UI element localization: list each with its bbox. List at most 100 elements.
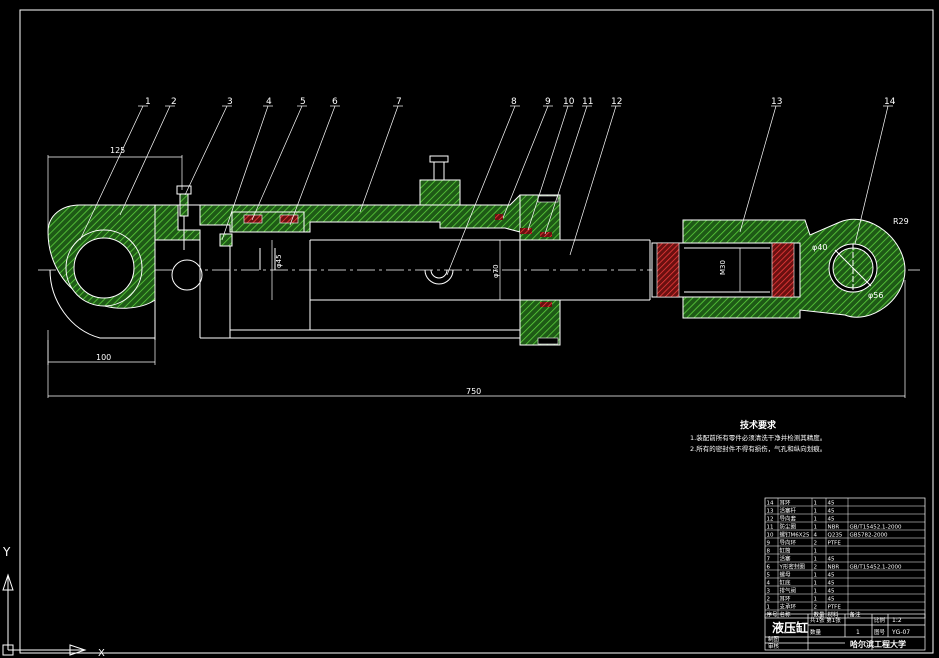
school-name: 哈尔滨工程大学 xyxy=(850,639,906,649)
bom-row-4-qty: 1 xyxy=(814,581,818,587)
dim-phi-pin: φ40 xyxy=(812,243,827,252)
title-block xyxy=(764,613,926,651)
bom-row-9-name: 导向环 xyxy=(780,539,797,547)
bom-header-mat: 材料 xyxy=(828,611,840,619)
bom-row-7-name: 活塞 xyxy=(780,555,792,563)
cylinder-barrel xyxy=(178,155,650,339)
bom-row-12-mat: 45 xyxy=(828,517,835,523)
bom-row-1-mat: PTFE xyxy=(828,605,842,611)
bom-row-6-no: 6 xyxy=(767,565,771,571)
bom-row-5-mat: 45 xyxy=(828,573,835,579)
sheet-info: 共1张 第1张 xyxy=(810,616,841,624)
bom-row-6-mat: NBR xyxy=(828,565,840,571)
balloon-1: 1 xyxy=(145,97,151,107)
bom-row-8-no: 8 xyxy=(767,549,771,555)
balloon-8: 8 xyxy=(511,97,517,107)
guide-gland xyxy=(495,194,561,346)
bom-row-13-qty: 1 xyxy=(814,509,818,515)
drawing-border xyxy=(19,9,934,654)
balloon-11: 11 xyxy=(582,97,593,107)
bom-header-qty: 数量 xyxy=(814,611,826,619)
bom-row-14-name: 耳环 xyxy=(780,500,792,507)
bom-row-10-qty: 4 xyxy=(814,533,818,539)
bom-row-9-qty: 2 xyxy=(814,541,818,547)
ucs-icon xyxy=(2,573,87,656)
bom-row-8-name: 缸筒 xyxy=(780,547,792,555)
part-balloons: 1 2 3 4 5 6 7 8 9 10 11 12 13 14 xyxy=(145,97,896,107)
drawn-label: 制图 xyxy=(768,635,780,643)
bom-row-10-mat: Q235 xyxy=(828,533,843,539)
bom-row-2-no: 2 xyxy=(767,597,771,603)
balloon-4: 4 xyxy=(266,97,272,107)
bom-row-4-name: 缸底 xyxy=(780,579,792,587)
bom-row-2-name: 耳环 xyxy=(780,596,792,603)
bom-row-5-name: 螺母 xyxy=(780,571,792,579)
bom-row-8-qty: 1 xyxy=(814,549,818,555)
bom-row-10-no: 10 xyxy=(767,533,774,539)
rod-eye xyxy=(651,218,906,319)
balloon-10: 10 xyxy=(563,97,575,107)
bom-row-7-mat: 45 xyxy=(828,557,835,563)
bom-row-12-no: 12 xyxy=(767,517,774,523)
dim-bottom-width: 100 xyxy=(96,353,111,362)
bom-row-4-mat: 45 xyxy=(828,581,835,587)
leader-lines xyxy=(79,105,893,276)
bom-row-3-qty: 1 xyxy=(814,589,818,595)
part-name: 液压缸 xyxy=(772,620,808,635)
bom-row-11-no: 11 xyxy=(767,525,774,531)
bom-row-3-name: 排气阀 xyxy=(780,587,797,595)
bom-row-13-name: 活塞杆 xyxy=(780,507,797,515)
bom-row-12-qty: 1 xyxy=(814,517,818,523)
bom-row-2-mat: 45 xyxy=(828,597,835,603)
bom-row-9-mat: PTFE xyxy=(828,541,842,547)
dim-phi-bore: φ70 xyxy=(492,264,500,278)
scale-label: 比例 xyxy=(874,616,886,624)
dim-phi-rod: φ45 xyxy=(275,254,283,268)
bom-row-7-qty: 1 xyxy=(814,557,818,563)
bom-row-13-mat: 45 xyxy=(828,509,835,515)
bom-row-3-mat: 45 xyxy=(828,589,835,595)
balloon-3: 3 xyxy=(227,97,233,107)
notes-title: 技术要求 xyxy=(740,419,777,431)
bom-row-6-name: Y形密封圈 xyxy=(779,563,806,571)
bom-row-4-no: 4 xyxy=(767,581,771,587)
qty-label: 数量 xyxy=(810,628,822,636)
clevis-bottom xyxy=(47,204,203,340)
dimension-lines xyxy=(47,155,906,398)
dim-radius: R29 xyxy=(893,217,909,226)
scale-value: 1:2 xyxy=(892,617,902,624)
bom-row-14-no: 14 xyxy=(767,501,774,507)
bom-header-no: 序号 xyxy=(767,611,779,619)
bom-row-10-name: 螺钉M6X25 xyxy=(780,531,811,539)
balloon-6: 6 xyxy=(332,97,338,107)
dim-rod-mark: M30 xyxy=(719,260,727,275)
bom-row-2-qty: 1 xyxy=(814,597,818,603)
balloon-7: 7 xyxy=(396,97,402,107)
balloon-2: 2 xyxy=(171,97,177,107)
bom-row-5-no: 5 xyxy=(767,573,771,579)
bom-row-13-no: 13 xyxy=(767,509,774,515)
dwg-label: 图号 xyxy=(874,628,886,636)
bom-row-12-name: 导向套 xyxy=(780,515,797,523)
bom-row-5-qty: 1 xyxy=(814,573,818,579)
bom-row-9-no: 9 xyxy=(767,541,771,547)
balloon-13: 13 xyxy=(771,97,782,107)
bom-row-11-std: GB/T15452.1-2000 xyxy=(850,525,902,531)
bom-row-10-std: GB5782-2000 xyxy=(850,533,889,539)
bom-row-1-no: 1 xyxy=(767,605,771,611)
bom-row-11-mat: NBR xyxy=(828,525,840,531)
bom-row-14-mat: 45 xyxy=(828,501,835,507)
notes-item-1: 1.装配前所有零件必须清洗干净并检测其精度。 xyxy=(690,433,826,442)
bom-header-name: 名称 xyxy=(780,611,792,619)
notes-item-2: 2.所有的密封件不得有损伤，气孔和纵向划痕。 xyxy=(690,444,826,453)
dim-overall-length: 750 xyxy=(466,387,481,396)
bom-row-14-qty: 1 xyxy=(814,501,818,507)
dim-phi-eye: φ56 xyxy=(868,291,883,300)
checked-label: 审核 xyxy=(768,642,780,650)
bom-row-6-std: GB/T15452.1-2000 xyxy=(850,565,902,571)
bom-row-3-no: 3 xyxy=(767,589,771,595)
dwg-number: YG-07 xyxy=(891,629,910,636)
balloon-9: 9 xyxy=(545,97,551,107)
